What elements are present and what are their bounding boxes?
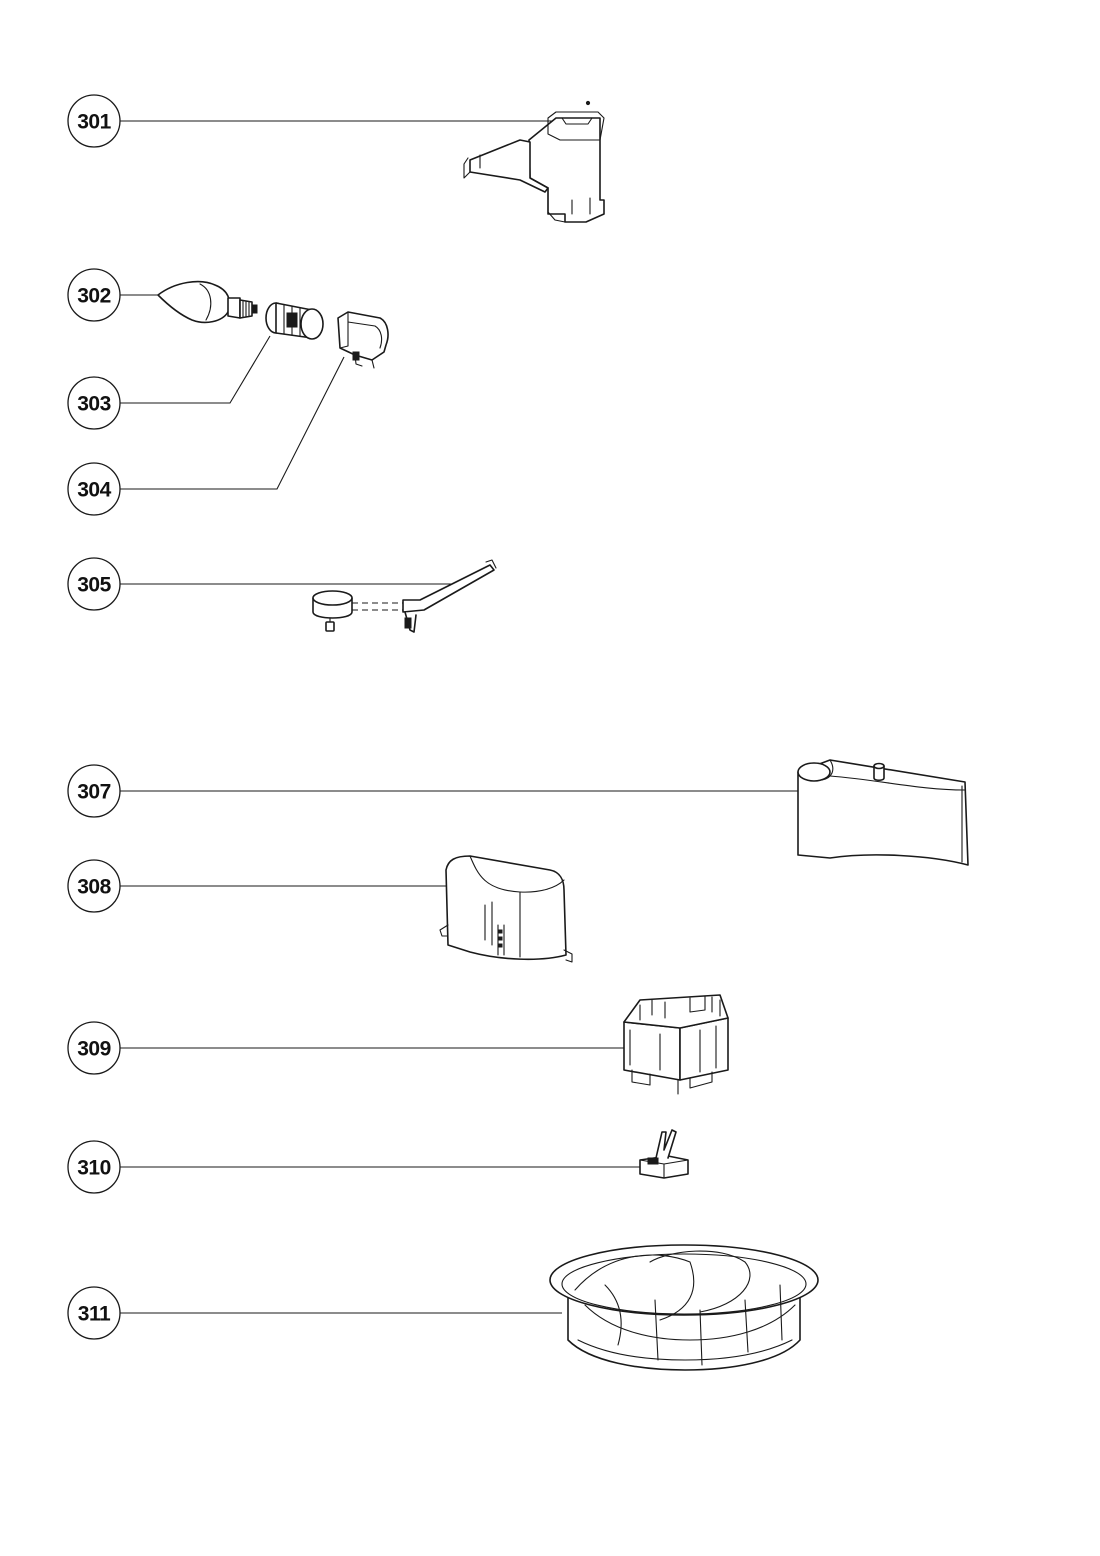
callout-305: 305: [67, 557, 458, 611]
part-fan-impeller-311: [549, 1244, 819, 1371]
callout-302: 302: [67, 268, 158, 322]
callout-308: 308: [67, 859, 448, 913]
callout-label-308: 308: [77, 876, 111, 899]
part-clip-310: [639, 1129, 689, 1179]
callout-304: 304: [67, 356, 345, 516]
callout-309: 309: [67, 1021, 624, 1075]
leader-line-304: [120, 356, 345, 490]
callout-label-309: 309: [77, 1038, 111, 1061]
part-relay-309: [623, 994, 729, 1095]
callout-circle-307: [67, 764, 121, 818]
part-lamp-holder-304: [337, 311, 389, 369]
callout-circle-301: [67, 94, 121, 148]
callout-label-310: 310: [77, 1157, 111, 1180]
callout-303: 303: [67, 335, 271, 430]
callout-307: 307: [67, 764, 798, 818]
callout-label-302: 302: [77, 285, 111, 308]
callout-310: 310: [67, 1140, 642, 1194]
callout-label-307: 307: [77, 781, 111, 804]
callout-circle-303: [67, 376, 121, 430]
part-lamp-bulb-302: [157, 280, 258, 324]
callout-label-311: 311: [78, 1303, 111, 1326]
part-bracket-301: [463, 100, 605, 223]
callout-311: 311: [67, 1286, 562, 1340]
callout-circle-302: [67, 268, 121, 322]
callout-label-304: 304: [77, 479, 111, 502]
part-sensor-305: [312, 559, 497, 633]
callout-circle-311: [67, 1286, 121, 1340]
callout-circle-308: [67, 859, 121, 913]
callout-circle-304: [67, 462, 121, 516]
leader-line-303: [120, 335, 271, 404]
callout-label-303: 303: [77, 393, 111, 416]
part-lamp-socket-303: [265, 302, 324, 340]
callout-circle-309: [67, 1021, 121, 1075]
callout-label-301: 301: [77, 111, 111, 134]
callout-circle-310: [67, 1140, 121, 1194]
callout-301: 301: [67, 94, 556, 148]
callout-circle-305: [67, 557, 121, 611]
part-damper-flap-307: [797, 759, 969, 866]
part-cover-308: [439, 855, 573, 963]
callout-label-305: 305: [77, 574, 111, 597]
